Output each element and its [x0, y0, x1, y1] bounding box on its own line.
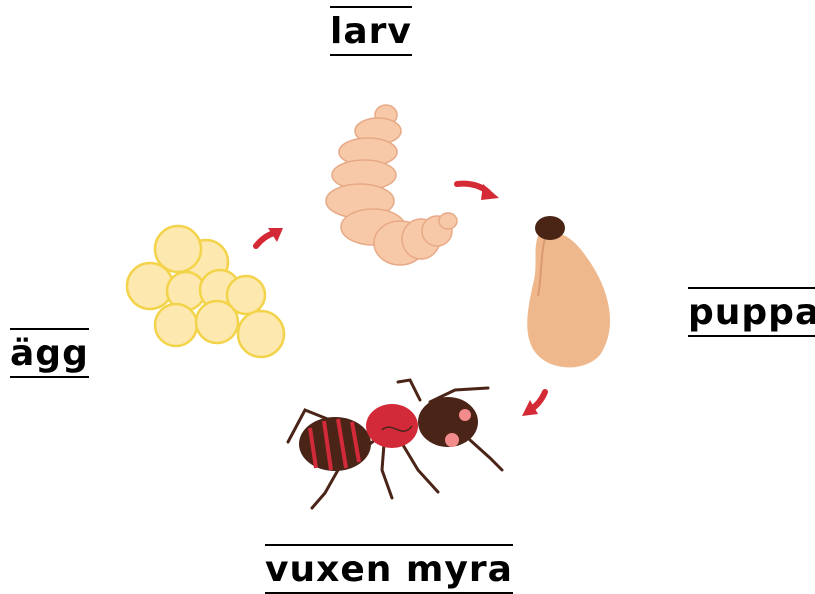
label-larva: larv [330, 14, 412, 50]
label-base-rule [688, 335, 815, 337]
adult-ant [288, 380, 502, 508]
egg [196, 301, 238, 343]
larva [326, 105, 457, 265]
arrow-egg-to-larva [256, 228, 283, 246]
ant-eye [459, 409, 471, 421]
label-egg-text: ägg [10, 333, 89, 374]
label-base-rule [10, 376, 89, 378]
pupa [527, 216, 610, 367]
pupa-head [535, 216, 565, 240]
label-egg: ägg [10, 336, 89, 372]
label-top-rule [330, 6, 412, 8]
ant-thorax [366, 404, 418, 448]
label-top-rule [688, 287, 815, 289]
label-larva-text: larv [330, 11, 412, 52]
egg [127, 263, 173, 309]
egg [155, 304, 197, 346]
label-pupa: puppa [688, 295, 815, 331]
arrow-pupa-to-adult [522, 392, 545, 416]
arrow-larva-to-pupa [457, 184, 499, 200]
egg [238, 311, 284, 357]
ant-abdomen [299, 417, 371, 471]
egg-cluster [127, 226, 284, 357]
ant-cheek [445, 433, 459, 447]
label-adult-text: vuxen myra [265, 549, 513, 590]
label-adult: vuxen myra [265, 552, 513, 588]
label-top-rule [10, 328, 89, 330]
label-base-rule [330, 54, 412, 56]
label-pupa-text: puppa [688, 292, 815, 333]
label-top-rule [265, 544, 513, 546]
